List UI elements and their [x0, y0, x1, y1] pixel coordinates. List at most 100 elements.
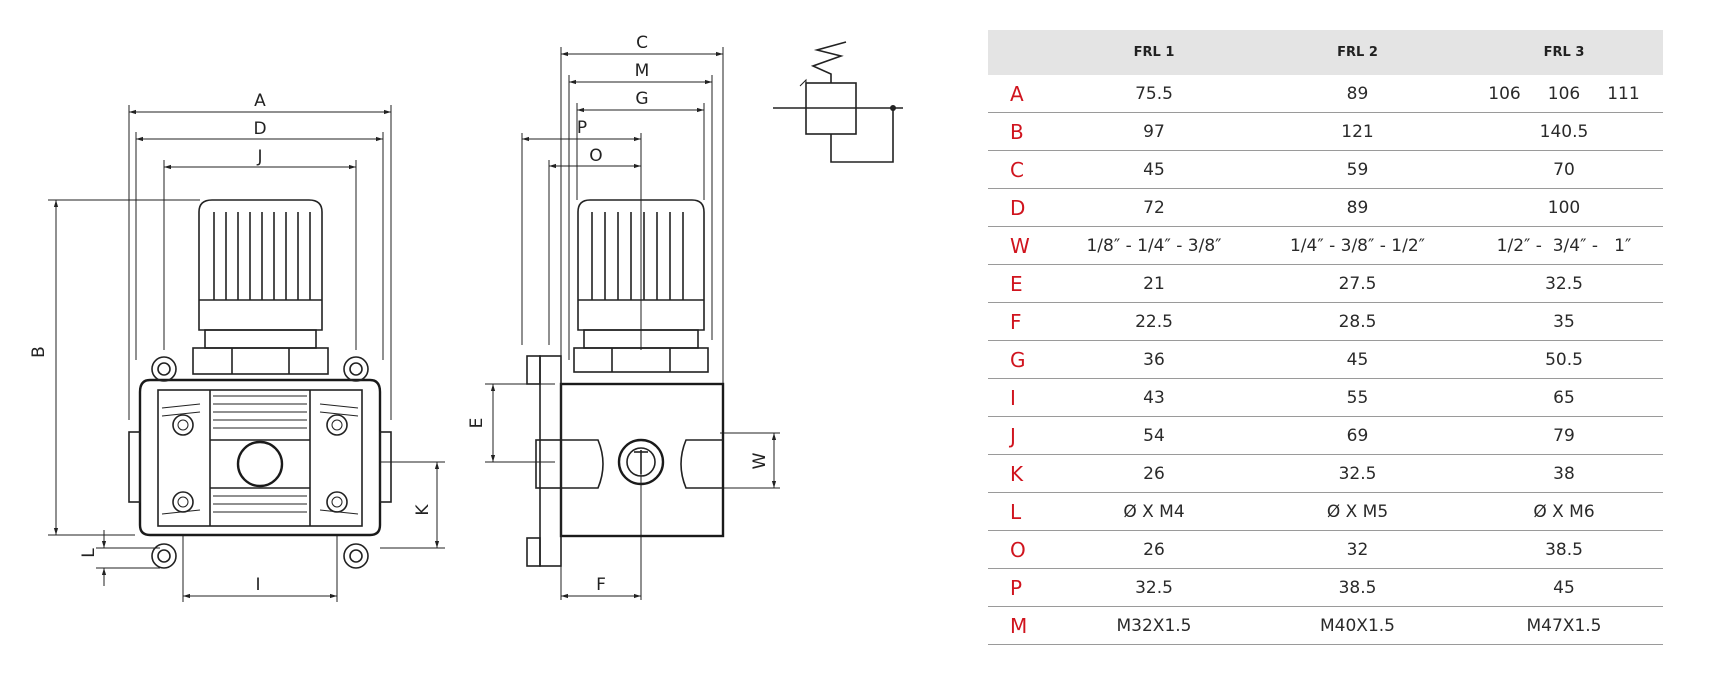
front-dim-B: B: [29, 346, 49, 358]
row-key: K: [988, 454, 1058, 493]
side-dim-O: O: [589, 146, 602, 166]
cell-frl2: 27.5: [1250, 264, 1465, 303]
cell-frl2: 121: [1250, 112, 1465, 151]
cell-frl3: 1/2″ - 3/4″ - 1″: [1465, 226, 1663, 265]
row-key: E: [988, 264, 1058, 303]
cell-frl3: 38: [1465, 454, 1663, 493]
side-dim-P: P: [577, 118, 587, 138]
cell-frl1: 1/8″ - 1/4″ - 3/8″: [1058, 226, 1250, 265]
cell-frl2: 89: [1250, 75, 1465, 113]
row-key: C: [988, 150, 1058, 189]
cell-frl1: 45: [1058, 150, 1250, 189]
row-key: O: [988, 530, 1058, 569]
side-dim-F: F: [596, 575, 606, 595]
header-frl1: FRL 1: [1058, 30, 1250, 75]
cell-frl3: 70: [1465, 150, 1663, 189]
row-key: L: [988, 492, 1058, 531]
cell-frl2: 45: [1250, 340, 1465, 379]
side-dim-G: G: [635, 89, 648, 109]
row-key: D: [988, 188, 1058, 227]
cell-frl1: 32.5: [1058, 568, 1250, 607]
table-row: C 45 59 70: [988, 150, 1663, 189]
cell-frl1: 43: [1058, 378, 1250, 417]
row-key: J: [988, 416, 1058, 455]
regulator-symbol-icon: [773, 41, 903, 163]
table-header-row: FRL 1 FRL 2 FRL 3: [988, 30, 1663, 75]
cell-frl1: 36: [1058, 340, 1250, 379]
cell-frl2: 59: [1250, 150, 1465, 189]
row-key: B: [988, 112, 1058, 151]
row-key: G: [988, 340, 1058, 379]
cell-frl3: M47X1.5: [1465, 606, 1663, 645]
table-row: M M32X1.5 M40X1.5 M47X1.5: [988, 606, 1663, 645]
cell-frl2: 89: [1250, 188, 1465, 227]
cell-frl3: 45: [1465, 568, 1663, 607]
cell-frl3: Ø X M6: [1465, 492, 1663, 531]
table-row: L Ø X M4 Ø X M5 Ø X M6: [988, 492, 1663, 531]
cell-frl1: Ø X M4: [1058, 492, 1250, 531]
table-row: A 75.5 89 106 106 111: [988, 75, 1663, 113]
header-key: [988, 30, 1058, 75]
cell-frl2: M40X1.5: [1250, 606, 1465, 645]
cell-frl1: 26: [1058, 454, 1250, 493]
row-key: W: [988, 226, 1058, 265]
cell-frl2: Ø X M5: [1250, 492, 1465, 531]
front-dim-D: D: [253, 119, 266, 139]
dimension-table: FRL 1 FRL 2 FRL 3 A 75.5 89 106 106 111 …: [988, 30, 1663, 645]
cell-frl3: 65: [1465, 378, 1663, 417]
cell-frl1: 72: [1058, 188, 1250, 227]
table-row: I 43 55 65: [988, 378, 1663, 417]
table-row: J 54 69 79: [988, 416, 1663, 455]
cell-frl3: 100: [1465, 188, 1663, 227]
cell-frl1: 26: [1058, 530, 1250, 569]
cell-frl1: 22.5: [1058, 302, 1250, 341]
cell-frl1: 21: [1058, 264, 1250, 303]
cell-frl3: 140.5: [1465, 112, 1663, 151]
front-dim-I: I: [255, 575, 260, 595]
cell-frl1: 54: [1058, 416, 1250, 455]
table-row: E 21 27.5 32.5: [988, 264, 1663, 303]
side-dim-W: W: [750, 452, 770, 469]
table-row: B 97 121 140.5: [988, 112, 1663, 151]
table-row: W 1/8″ - 1/4″ - 3/8″ 1/4″ - 3/8″ - 1/2″ …: [988, 226, 1663, 265]
cell-frl2: 32: [1250, 530, 1465, 569]
side-dim-E: E: [467, 418, 487, 429]
cell-frl1: 75.5: [1058, 75, 1250, 113]
cell-frl2: 38.5: [1250, 568, 1465, 607]
front-view: A D J B K I L: [29, 91, 445, 602]
cell-frl1: M32X1.5: [1058, 606, 1250, 645]
table-row: K 26 32.5 38: [988, 454, 1663, 493]
side-dim-C: C: [636, 33, 648, 53]
side-view: C M G P O E F W: [467, 33, 780, 600]
cell-frl3: 38.5: [1465, 530, 1663, 569]
cell-frl2: 28.5: [1250, 302, 1465, 341]
row-key: P: [988, 568, 1058, 607]
row-key: F: [988, 302, 1058, 341]
cell-frl3: 106 106 111: [1465, 75, 1663, 113]
table-row: P 32.5 38.5 45: [988, 568, 1663, 607]
cell-frl2: 32.5: [1250, 454, 1465, 493]
cell-frl3: 79: [1465, 416, 1663, 455]
front-dim-K: K: [413, 504, 433, 516]
technical-drawing: A D J B K I L: [29, 33, 903, 602]
cell-frl3: 50.5: [1465, 340, 1663, 379]
header-frl2: FRL 2: [1250, 30, 1465, 75]
row-key: M: [988, 606, 1058, 645]
table-row: D 72 89 100: [988, 188, 1663, 227]
cell-frl1: 97: [1058, 112, 1250, 151]
front-dim-L: L: [79, 548, 99, 558]
table-row: O 26 32 38.5: [988, 530, 1663, 569]
front-dim-J: J: [256, 147, 262, 167]
cell-frl2: 69: [1250, 416, 1465, 455]
cell-frl2: 55: [1250, 378, 1465, 417]
row-key: A: [988, 75, 1058, 113]
cell-frl3: 32.5: [1465, 264, 1663, 303]
cell-frl2: 1/4″ - 3/8″ - 1/2″: [1250, 226, 1465, 265]
cell-frl3: 35: [1465, 302, 1663, 341]
front-dim-A: A: [254, 91, 266, 111]
row-key: I: [988, 378, 1058, 417]
table-row: F 22.5 28.5 35: [988, 302, 1663, 341]
side-dim-M: M: [635, 61, 650, 81]
header-frl3: FRL 3: [1465, 30, 1663, 75]
table-row: G 36 45 50.5: [988, 340, 1663, 379]
